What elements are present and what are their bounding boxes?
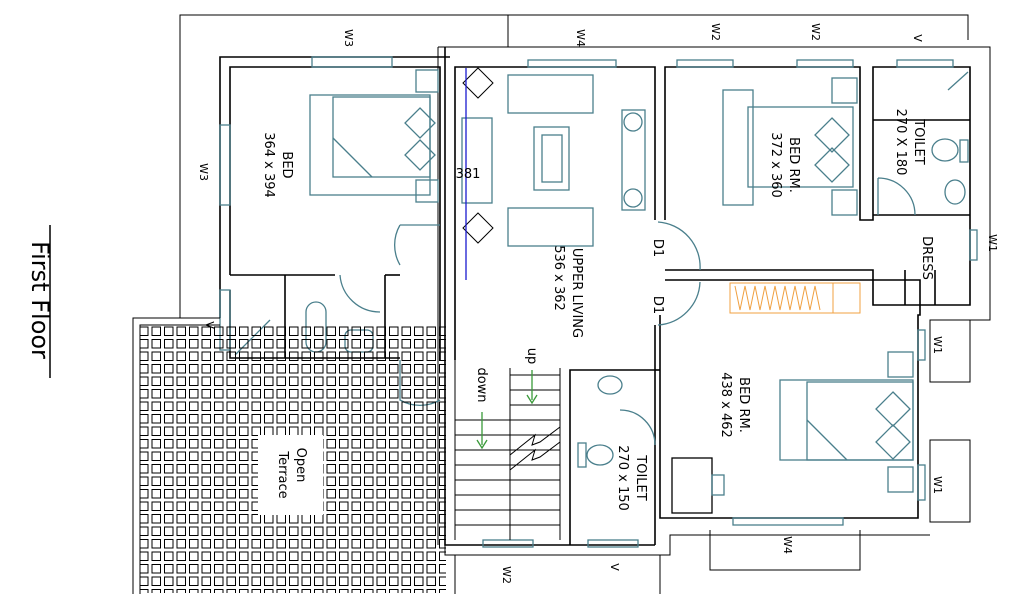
bed-size: 364 x 394	[261, 132, 276, 198]
window-label: V	[203, 321, 216, 329]
windows	[219, 56, 978, 548]
window-label: W4	[574, 29, 587, 47]
window-label: W2	[500, 566, 513, 584]
bed-rm-1-size: 372 x 360	[768, 132, 783, 198]
window-label: W4	[781, 536, 794, 554]
window-label: W2	[809, 23, 822, 41]
wardrobe	[729, 282, 861, 314]
window-labels: W3 W4 W2 W2 V W3 W1 W1 W1 W4 W2 V V	[197, 23, 999, 584]
toilet-1-label: TOILET	[911, 118, 926, 164]
living-label: UPPER LIVING	[569, 248, 584, 338]
window-label: V	[911, 34, 924, 42]
stair-up-arrow-icon	[526, 370, 538, 405]
door-label: D1	[650, 239, 665, 257]
window-label: W1	[986, 234, 999, 252]
bed-rm-1-label: BED RM.	[786, 137, 801, 193]
toilet-1-size: 270 X 180	[893, 109, 908, 176]
living-decor	[462, 67, 494, 280]
window-label: W2	[709, 23, 722, 41]
window-label: V	[608, 563, 621, 571]
terrace-label-2: Terrace	[275, 450, 290, 498]
door-label: D1	[650, 296, 665, 314]
room-labels: BED 364 x 394 UPPER LIVING 536 x 362 381…	[261, 109, 934, 511]
stair-down-arrow-icon	[476, 412, 488, 450]
window-label: W3	[342, 29, 355, 47]
terrace-label: Open	[293, 448, 308, 483]
bed-rm-2-label: BED RM.	[736, 377, 751, 433]
living-size: 536 x 362	[551, 245, 566, 311]
dress-label: DRESS	[919, 236, 934, 280]
toilet-2-size: 270 x 150	[615, 445, 630, 511]
site-outline	[179, 14, 991, 594]
living-dimension: 381	[456, 167, 481, 182]
toilet-2-label: TOILET	[633, 454, 648, 500]
stair-down-label: down	[474, 367, 489, 402]
stair-up-label: up	[524, 348, 539, 365]
window-label: W3	[197, 163, 210, 181]
window-label: W1	[931, 476, 944, 494]
bed-label: BED	[279, 151, 294, 178]
open-terrace	[132, 317, 446, 594]
staircase	[454, 360, 561, 540]
window-label: W1	[931, 336, 944, 354]
bed-rm-2-size: 438 x 462	[718, 372, 733, 438]
